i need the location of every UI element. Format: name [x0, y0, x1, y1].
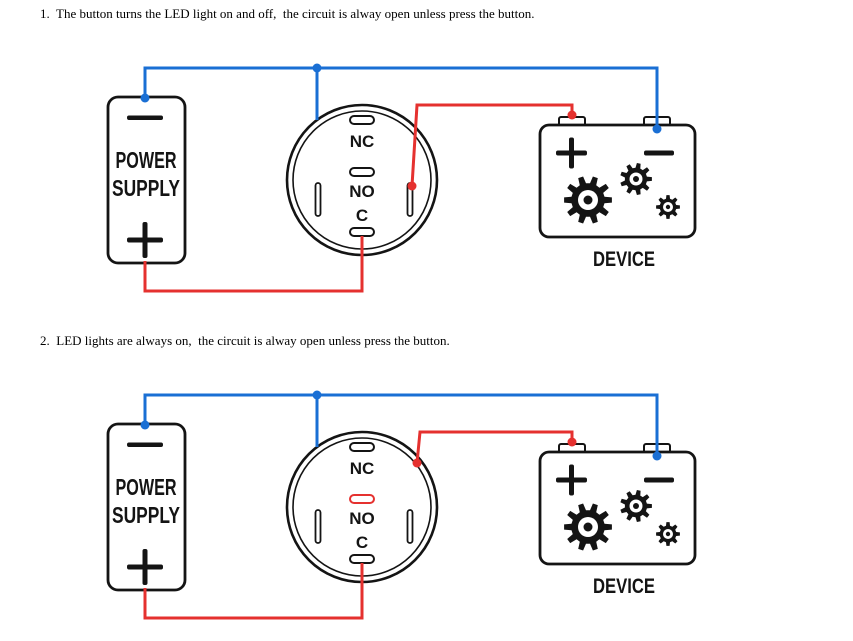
power-supply-label-line1: POWER	[116, 147, 177, 173]
gear-icon-large	[564, 503, 612, 551]
red-junction-dot	[567, 110, 577, 120]
no-terminal-blade	[349, 167, 375, 177]
no-terminal-label: NO	[349, 509, 375, 528]
red-junction-dot	[567, 437, 577, 447]
power-supply-2: POWER SUPPLY	[106, 422, 187, 592]
device-body	[538, 123, 697, 239]
device-label: DEVICE	[593, 248, 655, 271]
minus-icon	[644, 477, 674, 483]
blue-junction-dot	[312, 63, 322, 73]
c-terminal-blade	[349, 227, 375, 237]
plus-icon	[556, 464, 587, 496]
blue-junction-dot	[652, 451, 662, 461]
blue-wire-main	[143, 393, 659, 456]
gear-icon-medium	[620, 490, 652, 522]
device-body	[538, 450, 697, 566]
push-button-switch-1: NC NO C	[285, 103, 439, 257]
red-wire-c-to-supply	[143, 563, 364, 620]
wires-1	[140, 63, 662, 293]
power-supply-label-line2: SUPPLY	[112, 175, 180, 201]
gear-icon-small	[656, 522, 680, 546]
led-pin-left	[314, 509, 322, 544]
power-supply-label-line2: SUPPLY	[112, 502, 180, 528]
device-label: DEVICE	[593, 575, 655, 598]
c-terminal-blade	[349, 554, 375, 564]
power-supply-1: POWER SUPPLY	[106, 95, 187, 265]
caption-1: 1. The button turns the LED light on and…	[40, 6, 535, 21]
gear-icon-small	[656, 195, 680, 219]
diagram-2: POWER SUPPLY NC NO C	[106, 390, 697, 620]
c-terminal-label: C	[356, 533, 368, 552]
gear-icon-large	[564, 176, 612, 224]
minus-icon	[644, 150, 674, 156]
nc-terminal-label: NC	[350, 459, 375, 478]
blue-junction-dot	[652, 124, 662, 134]
no-terminal-blade	[349, 494, 375, 504]
red-wire-device-to-no	[410, 103, 574, 187]
led-pin-right	[406, 509, 414, 544]
red-junction-dot	[412, 458, 422, 468]
minus-icon	[127, 442, 163, 447]
led-pin-left	[314, 182, 322, 217]
plus-icon	[127, 222, 163, 258]
device-1: DEVICE	[538, 116, 697, 271]
plus-icon	[127, 549, 163, 585]
device-2: DEVICE	[538, 443, 697, 598]
nc-terminal-label: NC	[350, 132, 375, 151]
red-wire-device-to-nc	[415, 430, 574, 464]
c-terminal-label: C	[356, 206, 368, 225]
wires-2	[140, 390, 662, 620]
no-terminal-label: NO	[349, 182, 375, 201]
power-supply-label-line1: POWER	[116, 474, 177, 500]
nc-terminal-blade	[349, 442, 375, 452]
blue-junction-dot	[140, 93, 150, 103]
gear-icon-medium	[620, 163, 652, 195]
blue-junction-dot	[140, 420, 150, 430]
nc-terminal-blade	[349, 115, 375, 125]
red-wire-c-to-supply	[143, 236, 364, 293]
plus-icon	[556, 137, 587, 169]
caption-2: 2. LED lights are always on, the circuit…	[40, 333, 450, 348]
red-junction-dot	[407, 181, 417, 191]
minus-icon	[127, 115, 163, 120]
push-button-switch-2: NC NO C	[285, 430, 439, 584]
diagram-1: POWER SUPPLY NC NO C	[106, 63, 697, 293]
blue-junction-dot	[312, 390, 322, 400]
blue-wire-main	[143, 66, 659, 129]
